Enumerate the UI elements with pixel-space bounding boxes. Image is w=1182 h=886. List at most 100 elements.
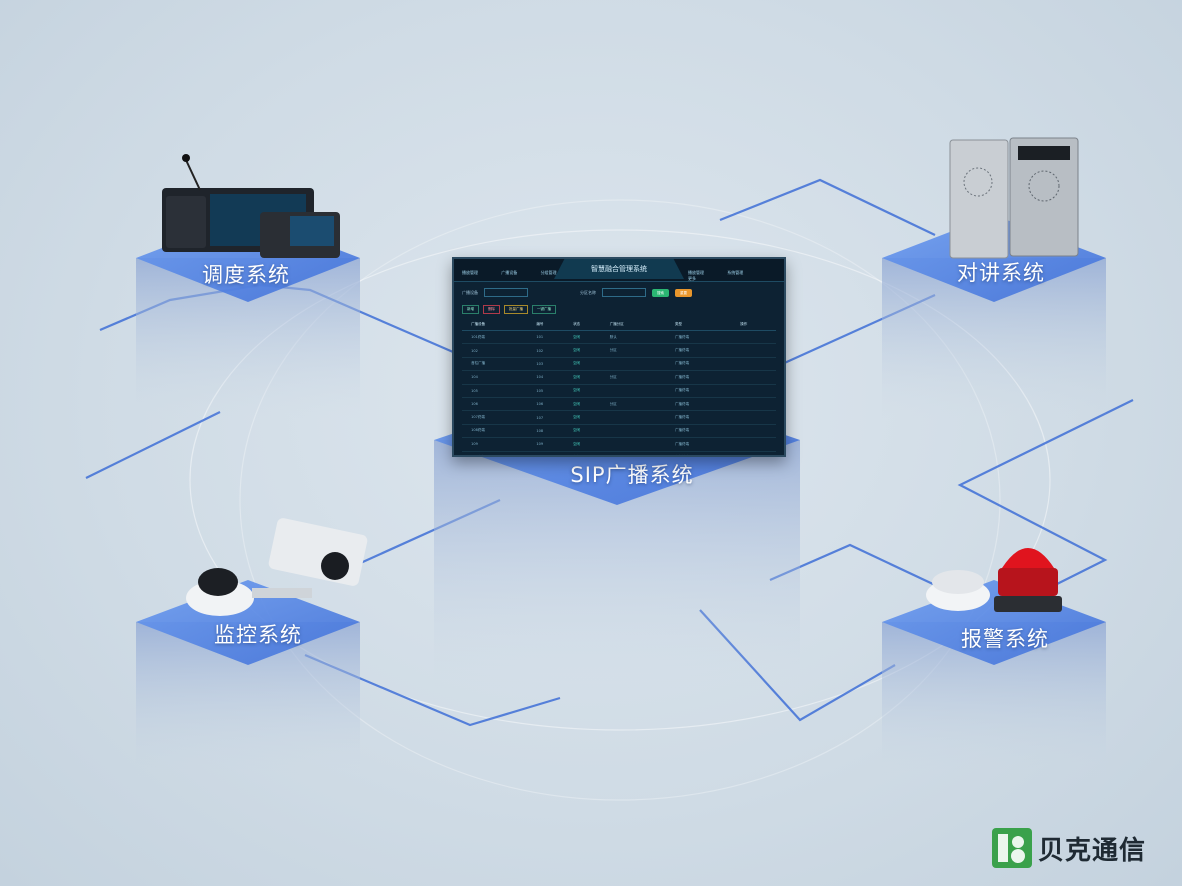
table-cell [608,384,674,398]
table-cell: 分区 [608,343,674,358]
table-cell: 空闲 [572,424,609,439]
table-cell: 空闲 [572,330,609,345]
table-cell: 101 [535,330,573,345]
batch-broadcast-button[interactable]: 批量广播 [504,305,528,314]
table-cell: 105 [470,384,536,398]
table-cell: 108 [535,424,573,439]
label-intercom-system: 对讲系统 [957,261,1045,285]
orbit-rings [189,199,1051,801]
table-cell: 空闲 [572,451,609,455]
table-cell: 103 [535,357,573,372]
reset-button[interactable]: 重置 [675,288,692,297]
table-cell [462,330,471,345]
table-header-row: 广播设备编号状态广播分区类型操作 [462,319,776,331]
table-cell: 107 [535,410,573,425]
table-cell: 广播终端 [673,370,740,385]
table-cell: 空闲 [572,370,609,385]
table-cell: 广播终端 [673,410,740,425]
table-cell: 107终端 [470,410,536,425]
filter-input-zone[interactable] [602,288,646,297]
table-cell: 默认 [608,330,674,345]
label-sip-broadcast-system: SIP广播系统 [570,463,694,487]
table-cell [739,343,776,358]
table-cell: 空闲 [572,410,609,425]
table-cell: 102 [470,343,536,358]
table-header-3: 状态 [572,319,609,331]
table-cell [462,437,471,452]
table-cell: 广播终端 [673,437,740,452]
table-cell: 104 [535,370,573,385]
one-key-broadcast-button[interactable]: 一键广播 [532,305,556,314]
screen-tabs-right: 播放管理 系统管理 更多 [688,270,784,282]
alarm-siren-icon [926,548,1062,612]
table-cell [739,357,776,372]
table-cell: 109 [470,437,536,452]
tab-left-0[interactable]: 播放管理 [462,270,478,275]
table-cell: 108终端 [470,424,536,439]
table-cell [608,424,674,439]
table-row[interactable]: 110音柱110空闲广播终端 [462,451,776,455]
tab-left-1[interactable]: 广播设备 [501,270,518,275]
table-cell: 广播终端 [673,451,740,455]
table-cell: 109 [535,437,573,452]
label-dispatch-system: 调度系统 [202,263,290,287]
delete-button[interactable]: 删除 [483,305,500,314]
table-header-4: 广播分区 [608,319,674,331]
table-cell: 广播终端 [673,343,740,358]
table-cell [462,451,471,455]
table-cell: 空闲 [572,437,609,452]
table-cell: 广播终端 [673,357,740,372]
table-cell [462,370,471,385]
brand-mark-icon [992,828,1032,868]
table-header-5: 类型 [673,319,740,331]
label-monitor-system: 监控系统 [214,623,302,647]
filter-label-device: 广播设备 [462,289,478,295]
table-cell: 广播终端 [673,384,740,398]
table-cell [608,357,674,372]
table-header-6: 操作 [739,319,776,331]
table-cell: 空闲 [572,397,609,412]
table-cell: 广播终端 [673,424,740,439]
tab-right-1[interactable]: 系统管理 [727,270,744,275]
screen-filters: 广播设备 分区名称 搜索 重置 [454,282,784,303]
add-button[interactable]: 新增 [462,305,479,314]
screen-actions: 新增 删除 批量广播 一键广播 [454,303,784,316]
table-header-1: 广播设备 [470,319,536,331]
screen-tabs-left: 播放管理 广播设备 分组管理 [462,270,579,276]
table-cell [608,410,674,425]
table-cell: 空闲 [572,357,609,372]
tab-right-2[interactable]: 更多 [688,276,696,281]
intercom-panel-icon [949,137,1079,259]
screen-title: 智慧融合管理系统 [554,259,684,279]
table-cell: 广播终端 [673,397,740,412]
table-cell: 106 [470,397,536,412]
tab-right-0[interactable]: 播放管理 [688,270,704,275]
camera-icon [186,518,368,616]
filter-label-zone: 分区名称 [580,289,596,295]
table-cell: 101终端 [470,330,536,345]
table-cell: 106 [535,397,573,412]
tab-left-2[interactable]: 分组管理 [540,270,557,275]
table-cell: 110音柱 [470,451,536,455]
table-cell [462,357,471,372]
table-cell: 分区 [608,370,674,385]
search-button[interactable]: 搜索 [652,288,669,297]
table-header-0 [462,319,471,331]
table-cell [462,410,471,425]
brand-name: 贝克通信 [1038,835,1147,866]
filter-input-device[interactable] [484,288,528,297]
pillar-alarm [882,580,1106,780]
table-cell [462,397,471,412]
table-cell: 104 [470,370,536,385]
